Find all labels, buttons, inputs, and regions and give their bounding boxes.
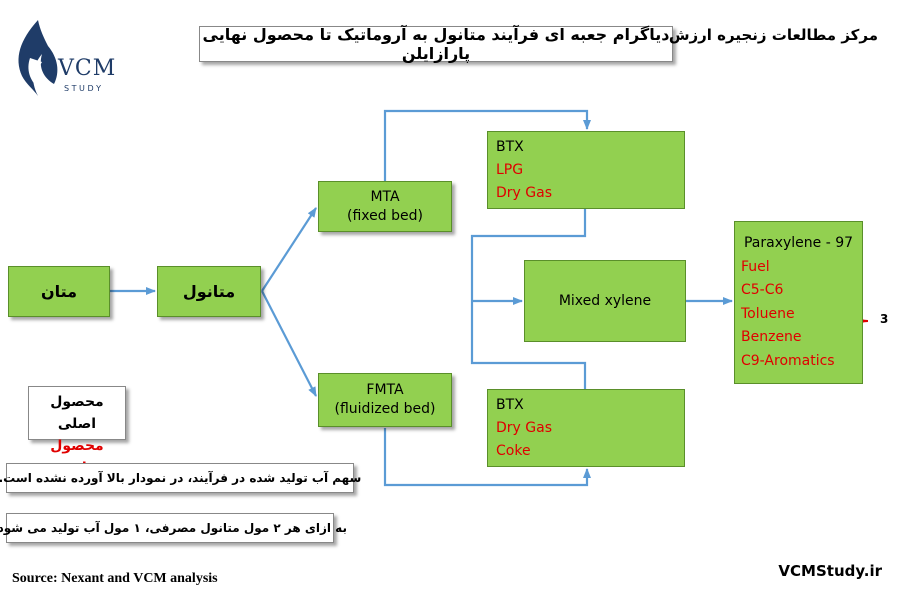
node-mixed-xylene: Mixed xylene — [524, 260, 686, 342]
btx-bottom-side-1: Dry Gas — [496, 420, 552, 436]
node-mixed-xylene-label: Mixed xylene — [558, 293, 652, 309]
connector-top-collector — [470, 209, 587, 301]
btx-top-side-2: Dry Gas — [496, 185, 552, 201]
btx-bottom-main: BTX — [496, 397, 524, 413]
logo-subtitle: S T U D Y — [64, 84, 102, 93]
paraxylene-side-3: Toluene — [741, 305, 795, 322]
btx-top-side-1: LPG — [496, 162, 524, 178]
node-methanol-label: متانول — [182, 282, 236, 301]
node-methane-label: متان — [40, 282, 78, 301]
legend-main-product: محصول اصلی — [50, 394, 104, 432]
node-btx-bottom: BTX Dry Gas Coke — [487, 389, 685, 467]
arrow-fmta-btx-bottom — [383, 428, 591, 487]
paraxylene-side-4: Benzene — [741, 329, 802, 345]
page-title: دیاگرام جعبه ای فرآیند متانول به آروماتی… — [202, 25, 670, 63]
source-note: Source: Nexant and VCM analysis — [12, 571, 218, 586]
paraxylene-side-1: Fuel — [741, 258, 770, 275]
org-name: مرکز مطالعات زنجیره ارزش — [668, 26, 878, 44]
node-paraxylene: Paraxylene - 97 Fuel C5-C6 Toluene Benze… — [734, 221, 863, 384]
logo: VCM S T U D Y — [8, 18, 138, 98]
paraxylene-side-2: C5-C6 — [741, 282, 784, 298]
note-water-ratio-text: به ازای هر ۲ مول متانول مصرفی، ۱ مول آب … — [0, 521, 347, 535]
paraxylene-side-5: C9-Aromatics — [741, 352, 835, 369]
node-btx-top: BTX LPG Dry Gas — [487, 131, 685, 209]
btx-bottom-side-2: Coke — [496, 443, 531, 459]
legend: محصول اصلی محصول جانبی — [28, 386, 126, 476]
node-methane: متان — [8, 266, 110, 317]
connector-bottom-collector — [470, 301, 587, 389]
arrow-methanol-fmta — [261, 290, 317, 397]
node-fmta-label: FMTA — [366, 382, 404, 398]
brace-label: 3 — [880, 312, 889, 326]
arrow-methanol-mta — [261, 207, 317, 292]
logo-name: VCM — [58, 56, 117, 81]
note-water-share: سهم آب تولید شده در فرآیند، در نمودار با… — [0, 463, 361, 493]
node-mta: MTA (fixed bed) — [318, 181, 452, 232]
flame-logo-icon — [18, 20, 58, 96]
btx-top-main: BTX — [496, 139, 524, 155]
node-mta-label: MTA — [370, 188, 400, 205]
page-title-box: دیاگرام جعبه ای فرآیند متانول به آروماتی… — [199, 25, 673, 63]
site-url: VCMStudy.ir — [778, 562, 882, 580]
node-fmta-sublabel: (fluidized bed) — [334, 401, 436, 417]
paraxylene-main: Paraxylene - 97 — [743, 235, 854, 251]
node-mta-sublabel: (fixed bed) — [347, 207, 423, 224]
node-fmta: FMTA (fluidized bed) — [318, 373, 452, 427]
note-water-share-text: سهم آب تولید شده در فرآیند، در نمودار با… — [0, 471, 362, 485]
arrow-mta-btx-top — [383, 109, 591, 181]
node-methanol: متانول — [157, 266, 261, 317]
note-water-ratio: به ازای هر ۲ مول متانول مصرفی، ۱ مول آب … — [0, 513, 347, 543]
